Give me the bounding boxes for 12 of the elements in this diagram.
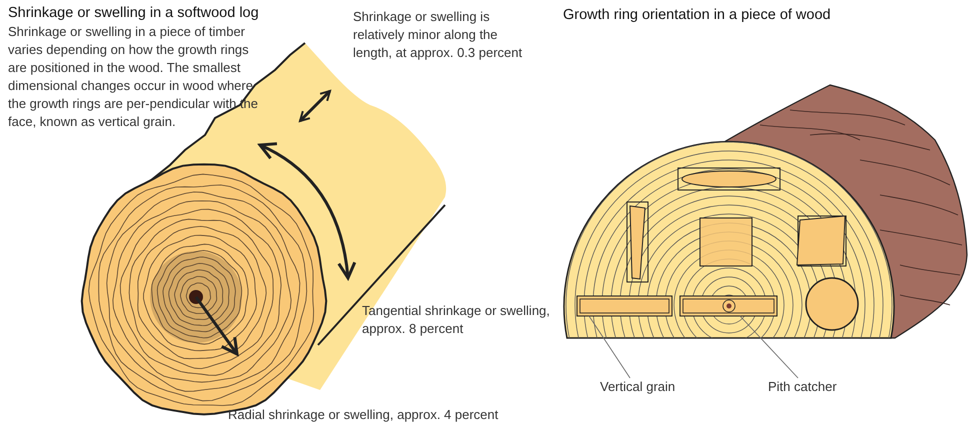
annotation-text: Radial shrinkage or swelling, approx. 4 percent [228,406,500,424]
plank-outline [576,296,672,316]
heading: Shrinkage or swelling in a softwood log [8,4,260,22]
annotation-text: Shrinkage or swelling is relatively minor along the length, at approx. 0.3 percent [353,8,524,62]
leader-line [740,316,798,378]
callout-label: Pith catcher [768,378,837,396]
annotation-text: Tangential shrinkage or swelling, approx. 8 percent [362,302,551,338]
callout-label: Vertical grain [600,378,676,396]
plank-outline [680,296,778,316]
description-text: Shrinkage or swelling in a piece of timber varies depending on how the growth rings are positioned in the wood. The smallest dimensional changes occur in wood where the growth rings are per-pendicular with the face, known as vertical grain. [8,23,260,131]
leader-line [588,316,630,378]
heading: Growth ring orientation in a piece of wood [563,6,832,24]
